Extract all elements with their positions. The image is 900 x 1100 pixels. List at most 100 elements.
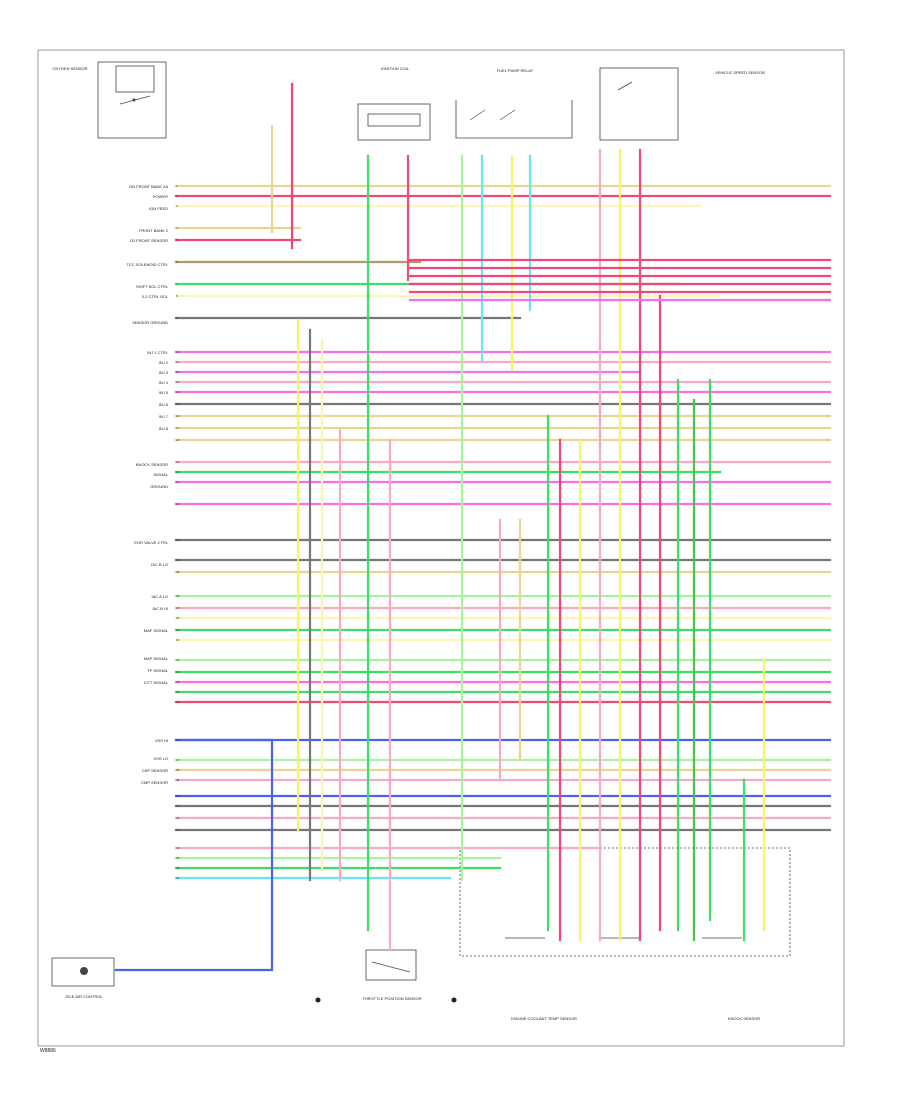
pcm-pin-label: INJ 4 — [159, 380, 169, 385]
pcm-pin-label: IAC A LO — [152, 594, 168, 599]
diagram-frame — [37, 49, 845, 1047]
pin-number: 37 — [176, 758, 180, 762]
pcm-pin-label: GROUND — [150, 484, 168, 489]
pcm-pin-label: INJ 7 — [159, 414, 169, 419]
pin-number: 32 — [176, 670, 180, 674]
pcm-pin-label: MAF SIGNAL — [144, 628, 169, 633]
component-label: IGNITION COIL — [381, 66, 410, 71]
relay-component-top-left — [97, 61, 167, 139]
pcm-pin-label: 3-2 CTRL SOL — [142, 294, 169, 299]
pcm-pin-label: INJ 8 — [159, 426, 169, 431]
pin-number: 46 — [176, 866, 180, 870]
pcm-pin-label: TP SIGNAL — [147, 668, 169, 673]
pin-number: 41 — [176, 804, 180, 808]
pcm-pin-label: FRONT BANK 2 — [139, 228, 169, 233]
component-bottom-right-group — [459, 847, 791, 957]
pin-number: 38 — [176, 768, 180, 772]
ground-symbol — [315, 997, 457, 1003]
pcm-pin-label: SENSOR GROUND — [132, 320, 168, 325]
pcm-pin-label: IGN FEED — [149, 206, 168, 211]
pin-number: 29 — [176, 628, 180, 632]
component-label: ENGINE COOLANT TEMP SENSOR — [511, 1016, 577, 1021]
pin-number: 16 — [176, 414, 180, 418]
component-top-center-1 — [357, 103, 431, 141]
component-label: KNOCK SENSOR — [728, 1016, 760, 1021]
pin-number: 20 — [176, 470, 180, 474]
pin-number: 1 — [176, 184, 178, 188]
pin-number: 5 — [176, 238, 178, 242]
pin-number: 47 — [176, 876, 180, 880]
pin-number: 7 — [176, 282, 178, 286]
pcm-pin-label: VSS HI — [155, 738, 168, 743]
component-top-center-2 — [455, 100, 573, 139]
pin-number: 30 — [176, 638, 180, 642]
pin-number: 36 — [176, 738, 180, 742]
component-label: IDLE AIR CONTROL — [65, 994, 103, 999]
pin-number: 9 — [176, 316, 178, 320]
pin-number: 42 — [176, 816, 180, 820]
wire-blue-loop — [114, 738, 274, 972]
pin-number: 14 — [176, 390, 180, 394]
pcm-pin-label: SIGNAL — [153, 472, 168, 477]
pcm-pin-label: INJ 6 — [159, 402, 169, 407]
pin-number: 39 — [176, 778, 180, 782]
pcm-pin-label: O2 FRONT SENSOR — [130, 238, 168, 243]
pin-number: 44 — [176, 846, 180, 850]
pin-number: 11 — [176, 360, 179, 364]
pcm-pin-label: INJ 3 — [159, 370, 169, 375]
pcm-pin-label: IAC B HI — [152, 606, 168, 611]
pcm-pin-label: INJ 2 — [159, 360, 169, 365]
component-label: VEHICLE SPEED SENSOR — [715, 70, 765, 75]
pin-number: 4 — [176, 226, 178, 230]
pin-number: 18 — [176, 438, 180, 442]
pin-number: 35 — [176, 700, 180, 704]
pin-number: 28 — [176, 616, 180, 620]
footer-code: W8886 — [40, 1048, 56, 1054]
pcm-pin-label: VSS LO — [154, 756, 168, 761]
pcm-pin-label: CMP SENSOR — [141, 780, 168, 785]
pcm-pin-label: INJ 1 CTRL — [147, 350, 169, 355]
pcm-pin-label: KNOCK SENSOR — [136, 462, 168, 467]
pin-number: 23 — [176, 538, 180, 542]
component-label: FUEL PUMP RELAY — [497, 68, 534, 73]
pcm-pin-label: IAC B LO — [151, 562, 168, 567]
pin-number: 31 — [176, 658, 180, 662]
pcm-labels: 1234567891011121314151617181920212223242… — [126, 184, 179, 880]
component-labels: OXYGEN SENSOR IGNITION COIL FUEL PUMP RELA… — [52, 66, 765, 1021]
pin-number: 45 — [176, 856, 180, 860]
pin-number: 19 — [176, 460, 180, 464]
pcm-pin-label: ON FRONT BANK 2A — [129, 184, 168, 189]
pin-number: 25 — [176, 570, 180, 574]
pin-number: 24 — [176, 558, 180, 562]
component-top-right — [599, 67, 679, 141]
pin-number: 27 — [176, 606, 180, 610]
pin-number: 34 — [176, 690, 180, 694]
pin-number: 33 — [176, 680, 180, 684]
component-label: THROTTLE POSITION SENSOR — [362, 996, 421, 1001]
pin-number: 2 — [176, 194, 178, 198]
pin-number: 15 — [176, 402, 180, 406]
component-bottom-center — [365, 949, 417, 981]
pin-number: 17 — [176, 426, 180, 430]
pin-number: 12 — [176, 370, 180, 374]
pcm-pin-label: SHIFT SOL CTRL — [136, 284, 169, 289]
pcm-pin-label: EGR VALVE CTRL — [134, 540, 168, 545]
pcm-pin-label: MAP SIGNAL — [144, 656, 169, 661]
pin-number: 6 — [176, 260, 178, 264]
pin-number: 43 — [176, 828, 180, 832]
pin-number: 21 — [176, 480, 180, 484]
pcm-pin-label: POWER — [153, 194, 168, 199]
pcm-pin-label: CKP SENSOR — [142, 768, 168, 773]
pcm-pin-label: INJ 5 — [159, 390, 169, 395]
pin-number: 22 — [176, 502, 180, 506]
pin-number: 3 — [176, 204, 178, 208]
wires — [114, 82, 832, 972]
pin-number: 26 — [176, 594, 180, 598]
component-bottom-left — [51, 957, 115, 987]
pin-number: 13 — [176, 380, 180, 384]
pin-number: 40 — [176, 794, 180, 798]
pcm-pin-label: TCC SOLENOID CTRL — [126, 262, 168, 267]
component-label: OXYGEN SENSOR — [52, 66, 87, 71]
pin-number: 8 — [176, 294, 178, 298]
